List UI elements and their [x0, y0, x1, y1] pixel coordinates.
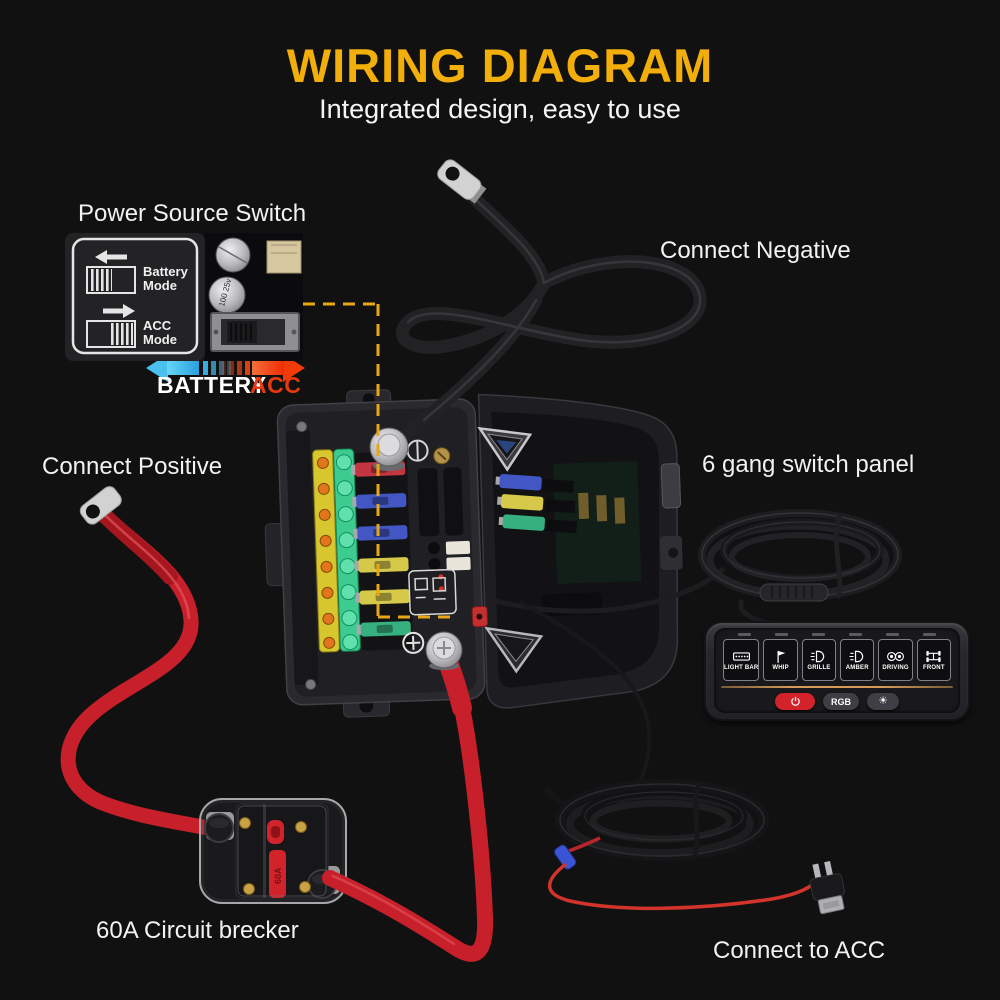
positive-ring-terminal — [79, 486, 122, 525]
panel-button-whip: WHIP — [763, 639, 798, 681]
acc-fuse-tap — [809, 860, 846, 915]
circuit-breaker-illustration: 60A — [199, 798, 347, 904]
pcb-photo-inset: 100 25v — [205, 233, 303, 361]
panel-button-light-bar: LIGHT BAR — [723, 639, 760, 681]
six-gang-switch-panel: LIGHT BAR WHIP GRILLE — [704, 621, 970, 721]
circuit-breaker-label: 60A Circuit brecker — [96, 917, 299, 944]
slider-icon — [86, 320, 136, 348]
svg-text:ACC: ACC — [143, 318, 172, 333]
light-bar-icon — [732, 652, 750, 661]
terminal-block — [312, 448, 361, 653]
lid-hinge — [660, 463, 682, 509]
connect-positive-label: Connect Positive — [42, 453, 223, 480]
whip-flag-icon — [777, 650, 786, 663]
spare-fuses — [495, 474, 578, 534]
panel-power-button — [775, 693, 815, 710]
front-axle-icon — [926, 650, 941, 663]
panel-button-driving: DRIVING — [878, 639, 913, 681]
power-source-switch-label: Power Source Switch — [78, 200, 307, 227]
switch-panel-face: LIGHT BAR WHIP GRILLE — [714, 628, 960, 713]
svg-text:60A: 60A — [273, 867, 283, 884]
fuse-box-illustration — [264, 389, 683, 718]
warning-triangle-bottom — [484, 626, 544, 674]
connect-to-acc-label: Connect to ACC — [713, 937, 886, 964]
battery-word: BATTERY — [157, 372, 267, 398]
acc-arrow-icon — [222, 354, 305, 382]
page-title: WIRING DIAGRAM — [286, 39, 714, 92]
box-lid — [477, 393, 683, 709]
warning-triangle-top — [477, 426, 533, 472]
slider-icon — [86, 266, 136, 294]
negative-terminal-bolt — [369, 427, 409, 471]
breaker-lever: 60A — [269, 850, 286, 898]
panel-indicator-dashes — [714, 628, 960, 636]
positive-symbol-icon — [402, 631, 425, 654]
brightness-sun-icon: ☀ — [878, 695, 888, 707]
acc-harness-coil — [542, 779, 846, 915]
positive-terminal-bolt — [425, 631, 463, 670]
panel-rgb-button: RGB — [823, 693, 859, 710]
svg-text:Battery: Battery — [143, 264, 189, 279]
power-icon — [790, 696, 800, 706]
six-gang-switch-panel-label: 6 gang switch panel — [702, 451, 915, 478]
positive-cable — [60, 486, 216, 836]
panel-brightness-button: ☀ — [867, 693, 899, 710]
pcb-connector — [266, 240, 302, 274]
panel-button-grille: GRILLE — [801, 639, 837, 681]
heat-shrink-sleeve — [554, 844, 577, 870]
page-subtitle: Integrated design, easy to use — [319, 94, 681, 124]
panel-button-front: FRONT — [916, 639, 952, 681]
negative-ring-terminal — [437, 159, 487, 204]
cable-connector — [759, 583, 829, 602]
connect-negative-label: Connect Negative — [660, 237, 851, 264]
acc-word: ACC — [250, 372, 302, 398]
driving-lights-icon — [887, 651, 905, 662]
panel-accent-line — [721, 686, 953, 688]
dashed-callout-lines — [303, 302, 452, 619]
relay-connector — [445, 540, 471, 555]
svg-text:Mode: Mode — [143, 278, 177, 293]
svg-text:Mode: Mode — [143, 332, 177, 347]
power-switch-inset: Battery Mode ACC Mode — [65, 233, 205, 361]
grille-light-icon — [811, 650, 825, 663]
panel-button-amber: AMBER — [840, 639, 875, 681]
battery-mode-row: Battery Mode — [86, 250, 189, 294]
mode-sticker — [408, 568, 457, 616]
acc-mode-row: ACC Mode — [86, 304, 177, 348]
acc-red-wire — [548, 862, 818, 911]
amber-light-icon — [849, 650, 863, 663]
mode-slide-switch — [210, 312, 300, 352]
